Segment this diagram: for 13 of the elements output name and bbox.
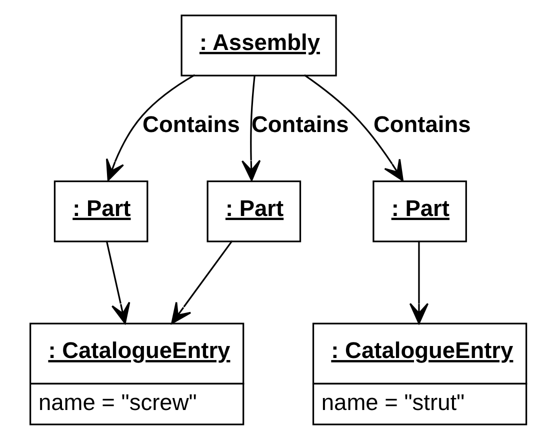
edge-label: Contains bbox=[142, 111, 240, 138]
arrow bbox=[106, 240, 130, 324]
arrow bbox=[304, 74, 404, 182]
node-box: : Part bbox=[372, 180, 467, 242]
node-box: : Part bbox=[206, 180, 302, 242]
arrow bbox=[242, 75, 261, 182]
arrow bbox=[171, 240, 233, 324]
arrow bbox=[409, 240, 429, 324]
node-box: : Part bbox=[54, 180, 148, 242]
edge-label: Contains bbox=[373, 111, 471, 138]
edge-label: Contains bbox=[251, 111, 349, 138]
node-box: : Assembly bbox=[180, 14, 337, 76]
arrow bbox=[106, 74, 196, 181]
